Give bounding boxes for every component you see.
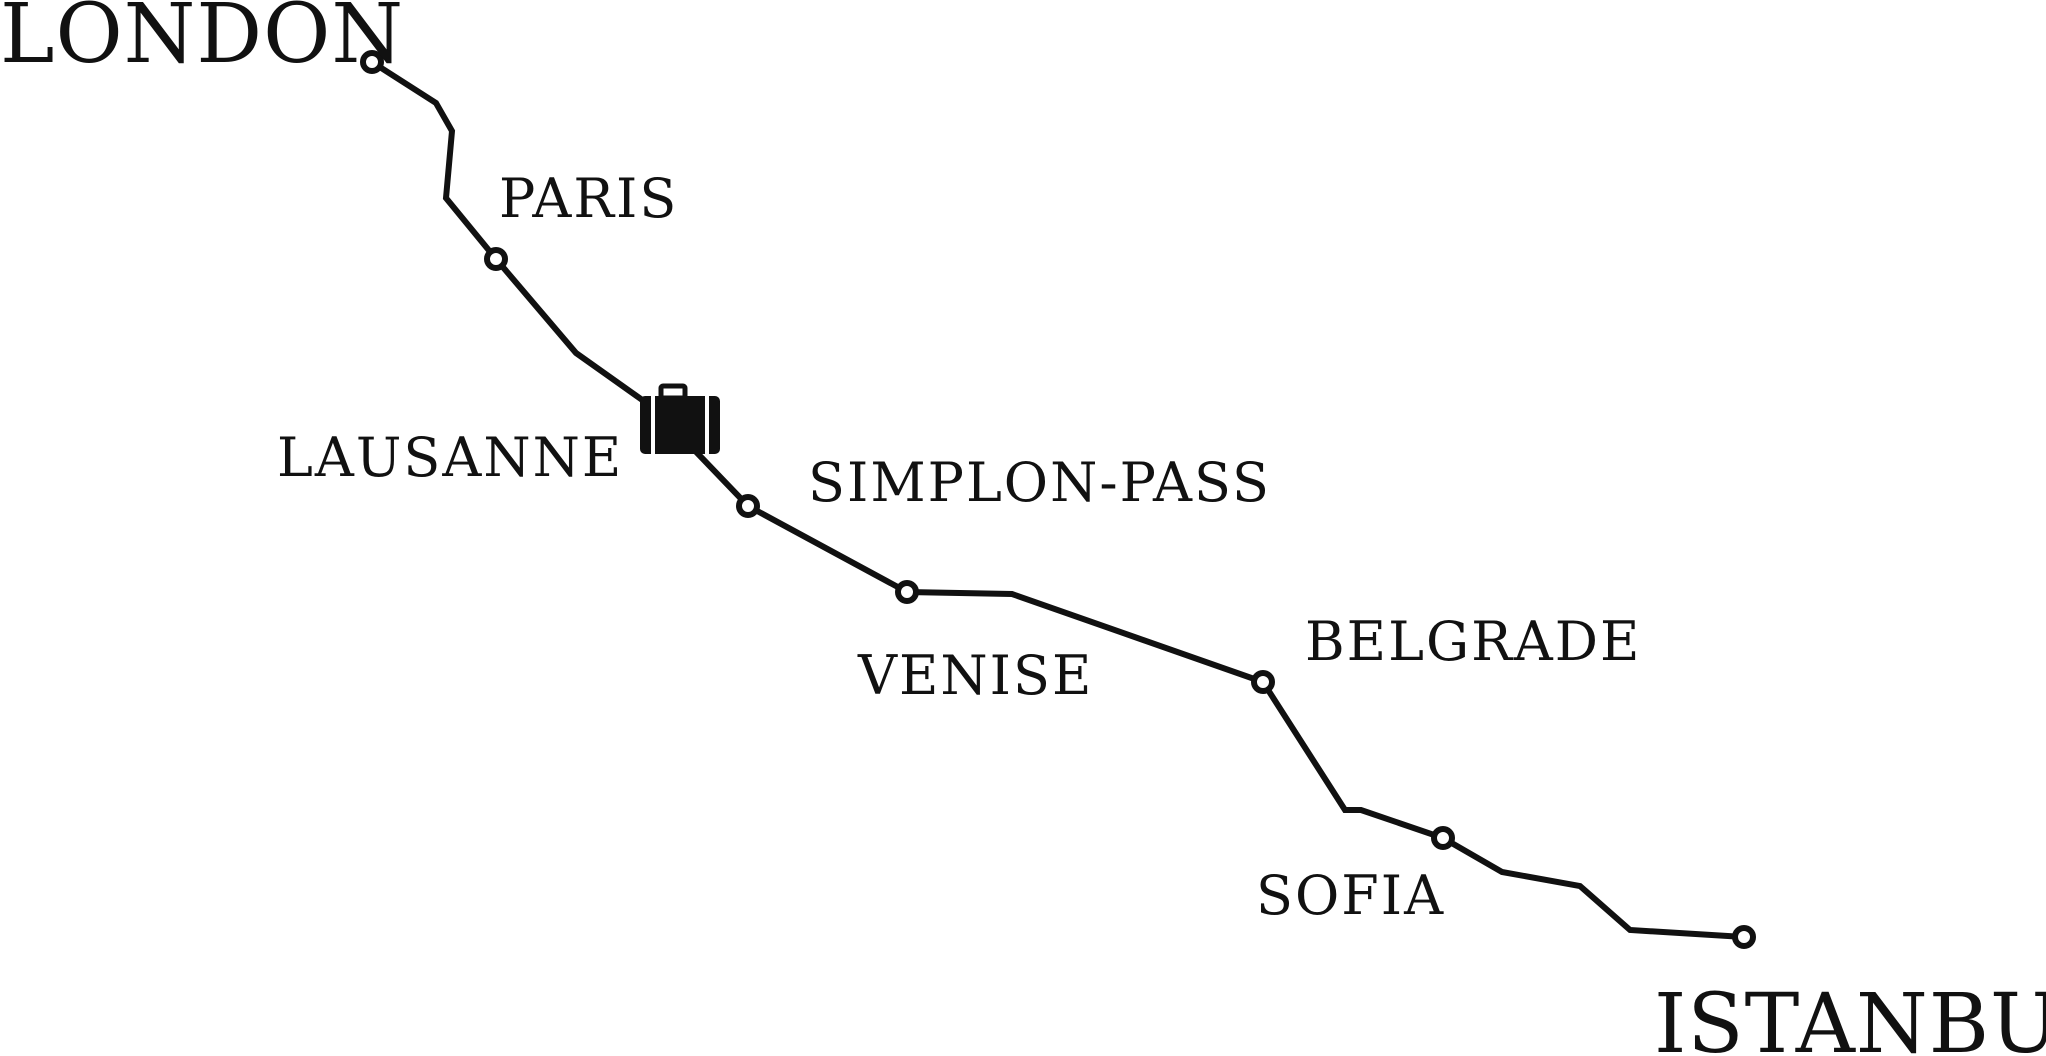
city-label-sofia: SOFIA xyxy=(1256,864,1445,927)
railway-route-line xyxy=(370,59,1745,940)
station-paris xyxy=(484,247,508,271)
city-label-lausanne: LAUSANNE xyxy=(277,426,623,489)
station-simplon-pass xyxy=(736,494,760,518)
suitcase-icon xyxy=(640,383,720,454)
city-label-paris: PARIS xyxy=(499,167,678,230)
city-label-simplon-pass: SIMPLON-PASS xyxy=(808,451,1271,514)
station-sofia xyxy=(1431,826,1455,850)
station-london xyxy=(360,50,384,74)
city-label-belgrade: BELGRADE xyxy=(1305,610,1641,673)
city-label-istanbul: ISTANBUL xyxy=(1654,977,2046,1056)
station-istanbul xyxy=(1732,925,1756,949)
station-venise xyxy=(895,580,919,604)
city-label-venise: VENISE xyxy=(857,644,1093,707)
city-label-london: LONDON xyxy=(0,0,404,82)
station-belgrade xyxy=(1251,670,1275,694)
